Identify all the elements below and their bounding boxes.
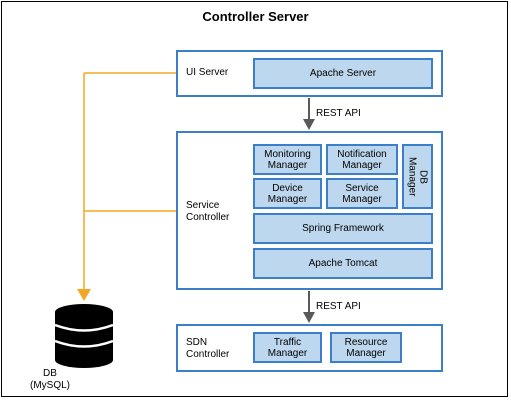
- traffic-manager-box: Traffic Manager: [253, 332, 322, 363]
- database-icon: [54, 304, 114, 368]
- monitoring-manager-box: Monitoring Manager: [253, 144, 322, 175]
- device-manager-box: Device Manager: [253, 178, 322, 209]
- notification-manager-box: Notification Manager: [326, 144, 398, 175]
- db-manager-box: DB Manager: [402, 144, 433, 209]
- rest-api-label-bottom: REST API: [316, 301, 361, 312]
- rest-api-label-top: REST API: [316, 108, 361, 119]
- apache-tomcat-box: Apache Tomcat: [253, 248, 433, 279]
- db-label: DB (MySQL): [30, 368, 70, 391]
- service-controller-label: Service Controller: [186, 200, 230, 223]
- rest-api-arrow-bottom: [303, 291, 315, 323]
- ui-server-label: UI Server: [186, 67, 229, 78]
- db-connector: [77, 72, 176, 301]
- resource-manager-box: Resource Manager: [330, 332, 402, 363]
- diagram-title: Controller Server: [202, 9, 309, 24]
- service-manager-box: Service Manager: [326, 178, 398, 209]
- apache-server-box: Apache Server: [253, 58, 433, 89]
- db-manager-label: DB Manager: [406, 156, 429, 197]
- sdn-controller-label: SDN Controller: [186, 337, 230, 360]
- rest-api-arrow-top: [303, 98, 315, 130]
- spring-framework-box: Spring Framework: [253, 213, 433, 244]
